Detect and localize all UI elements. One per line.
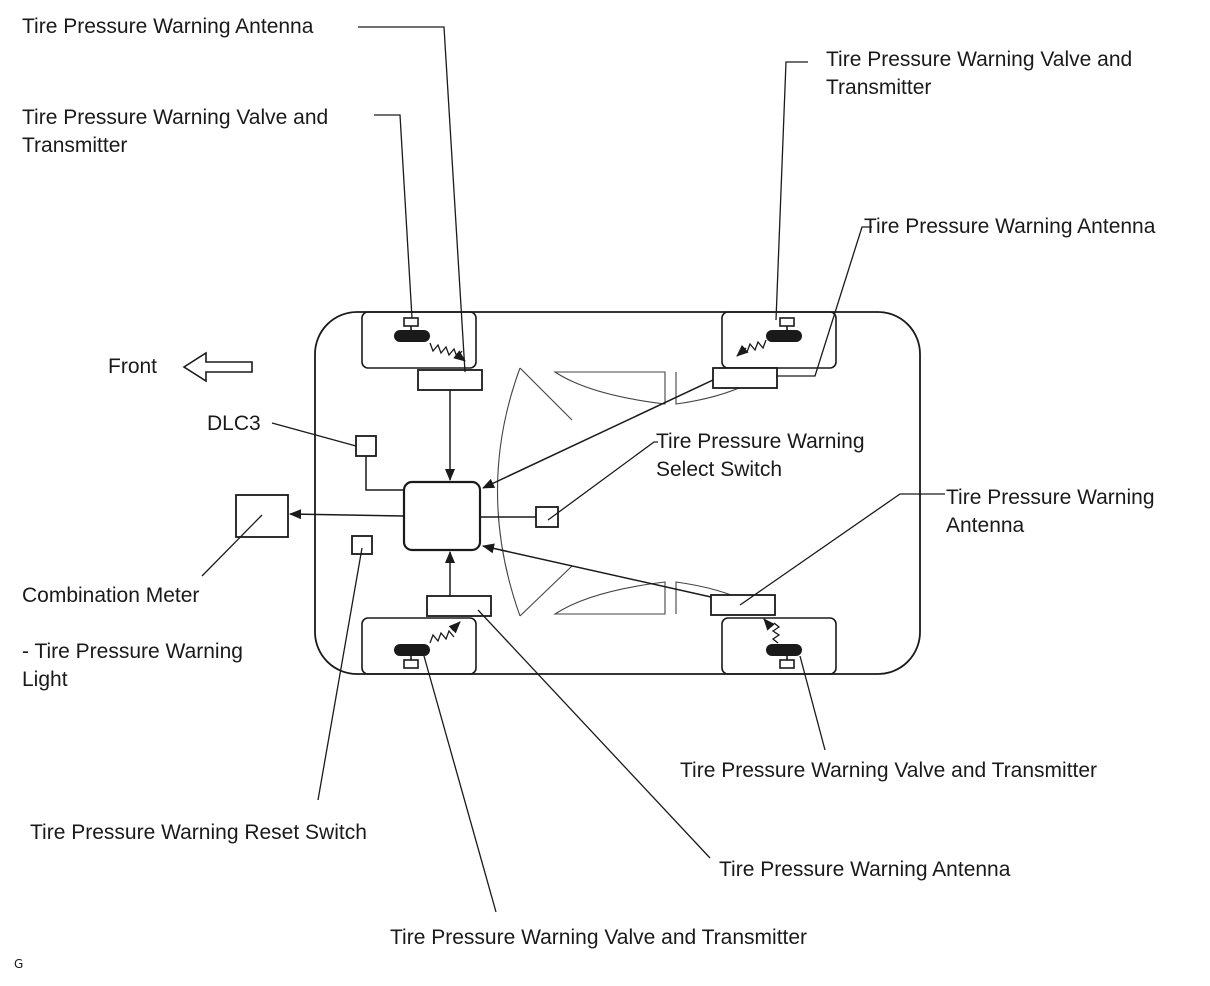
valve-transmitter-rear-right xyxy=(763,618,802,669)
antenna-front-right xyxy=(426,595,492,617)
wheel-housing-front-top xyxy=(361,311,477,369)
label-warning-light-line1: - Tire Pressure Warning xyxy=(22,640,243,663)
leader-antenna-rear-right xyxy=(739,493,945,606)
dlc3-connector xyxy=(355,435,377,457)
leader-select-switch xyxy=(547,441,658,521)
label-valve-front-left-line2: Transmitter xyxy=(22,134,128,157)
label-select-switch-line1: Tire Pressure Warning xyxy=(656,430,865,453)
label-valve-front-right: Tire Pressure Warning Valve and Transmit… xyxy=(390,926,808,949)
valve-transmitter-front-left xyxy=(394,317,466,362)
link-antenna-rl-ecu xyxy=(482,379,714,489)
label-dlc3: DLC3 xyxy=(207,412,261,435)
leader-combination-meter xyxy=(201,514,263,577)
label-valve-rear-left: Tire Pressure Warning Valve and Transmit… xyxy=(826,46,1132,102)
leader-valve-rear-right xyxy=(799,655,826,751)
valve-transmitter-rear-left xyxy=(736,317,802,357)
leader-dlc3 xyxy=(271,422,357,447)
label-select-switch: Tire Pressure Warning Select Switch xyxy=(656,428,865,484)
antenna-rear-left xyxy=(712,367,778,389)
select-switch xyxy=(535,506,559,528)
link-dlc3-ecu xyxy=(365,456,404,491)
label-valve-rear-left-line2: Transmitter xyxy=(826,76,932,99)
leader-reset-switch xyxy=(317,547,363,801)
label-antenna-rear-right: Tire Pressure Warning Antenna xyxy=(946,484,1155,540)
reset-switch xyxy=(351,535,373,555)
label-antenna-front-left: Tire Pressure Warning Antenna xyxy=(22,15,314,38)
vehicle-outline xyxy=(314,311,921,675)
label-antenna-rear-right-line2: Antenna xyxy=(946,514,1025,537)
cabin-outline xyxy=(497,367,751,617)
label-warning-light: - Tire Pressure Warning Light xyxy=(22,638,243,694)
leader-antenna-front-left xyxy=(358,26,466,373)
label-combination-meter: Combination Meter xyxy=(22,584,200,607)
label-warning-light-line2: Light xyxy=(22,668,68,691)
wheel-housing-rear-bottom xyxy=(721,617,837,675)
link-ecu-meter xyxy=(289,509,405,520)
leader-antenna-front-right xyxy=(477,609,711,859)
valve-transmitter-front-right xyxy=(394,621,461,669)
link-antenna-rr-ecu xyxy=(482,543,712,598)
label-front: Front xyxy=(108,355,158,378)
antenna-rear-right xyxy=(710,594,776,616)
combination-meter xyxy=(235,494,289,538)
label-select-switch-line2: Select Switch xyxy=(656,458,783,481)
leader-valve-front-right xyxy=(423,655,497,913)
label-antenna-rear-right-line1: Tire Pressure Warning xyxy=(946,486,1155,509)
label-valve-rear-left-line1: Tire Pressure Warning Valve and xyxy=(826,48,1133,71)
antenna-front-left xyxy=(417,369,483,391)
leader-valve-rear-left xyxy=(775,61,808,321)
label-reset-switch: Tire Pressure Warning Reset Switch xyxy=(30,821,367,844)
label-valve-rear-right: Tire Pressure Warning Valve and Transmit… xyxy=(680,759,1098,782)
label-antenna-front-right: Tire Pressure Warning Antenna xyxy=(719,858,1011,881)
label-valve-front-left: Tire Pressure Warning Valve and Transmit… xyxy=(22,104,328,160)
leader-antenna-rear-left xyxy=(776,226,872,377)
corner-code: G xyxy=(14,957,24,971)
leader-valve-front-left xyxy=(374,114,413,319)
front-arrow-icon xyxy=(182,351,253,383)
label-antenna-rear-left: Tire Pressure Warning Antenna xyxy=(864,215,1156,238)
tpms-ecu xyxy=(402,480,482,552)
label-valve-front-left-line1: Tire Pressure Warning Valve and xyxy=(22,106,329,129)
wheel-housing-front-bottom xyxy=(361,617,477,675)
wheel-housing-rear-top xyxy=(721,311,837,369)
